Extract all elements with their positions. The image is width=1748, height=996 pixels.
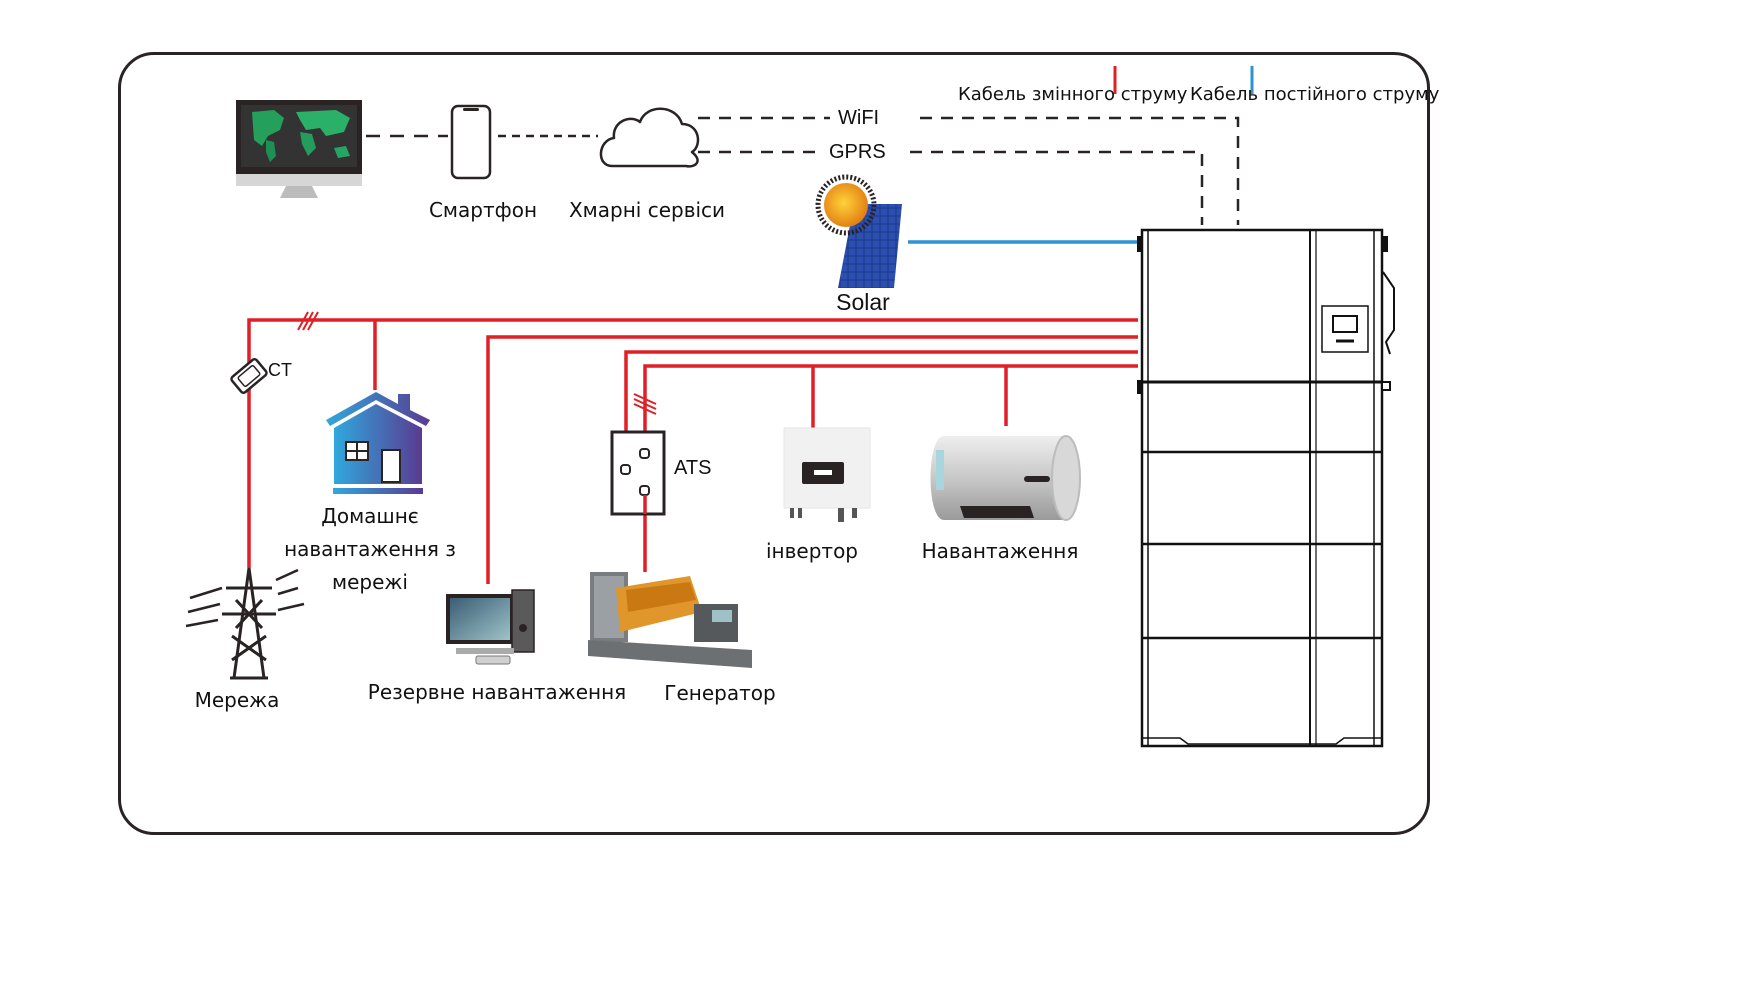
home-load-label: Домашнє навантаження з мережі: [284, 504, 456, 594]
gprs-label: GPRS: [829, 141, 886, 163]
smartphone-icon: [450, 104, 492, 180]
ct-label: CT: [268, 360, 292, 380]
load-label: Навантаження: [921, 539, 1079, 563]
solar-label: Solar: [836, 289, 890, 315]
desktop-computer-icon: [446, 589, 535, 665]
generator-icon: [588, 572, 752, 668]
water-heater-icon: [930, 435, 1081, 521]
current-transformer-icon: [230, 358, 268, 394]
three-phase-mark-grid: [297, 311, 319, 331]
battery-cabinet-icon: [1137, 228, 1395, 748]
backup-load-label: Резервне навантаження: [367, 680, 627, 704]
inverter-icon: [783, 427, 871, 522]
smartphone-label: Смартфон: [428, 198, 538, 222]
wifi-label: WiFI: [838, 107, 880, 129]
three-phase-mark-ats: [633, 393, 657, 415]
power-pylon-icon: [185, 567, 305, 680]
ac-cable-ats-1: [624, 350, 1138, 468]
cloud-icon: [599, 107, 700, 168]
diagram-frame: [118, 52, 1430, 835]
ac-cable-ats-2: [643, 364, 1138, 452]
ac-cable-legend-label: Кабель змінного струму: [958, 84, 1188, 105]
grid-label: Мережа: [194, 688, 280, 712]
monitor-world-map-icon: [236, 100, 362, 198]
generator-label: Генератор: [664, 681, 776, 705]
solar-panel-icon: [815, 174, 902, 288]
ac-cable-grid: [247, 318, 1138, 568]
ac-cables: [247, 318, 1138, 584]
cloud-services-label: Хмарні сервіси: [568, 198, 726, 222]
dc-cable-legend-label: Кабель постійного струму: [1190, 84, 1440, 105]
inverter-label: інвертор: [765, 539, 859, 563]
ats-switch-icon: [610, 430, 666, 516]
ats-label: ATS: [674, 457, 712, 479]
house-icon: [326, 392, 430, 494]
ac-cable-backup: [486, 335, 1138, 584]
wifi-link-right: [920, 116, 1240, 225]
gprs-link-right: [910, 150, 1204, 225]
